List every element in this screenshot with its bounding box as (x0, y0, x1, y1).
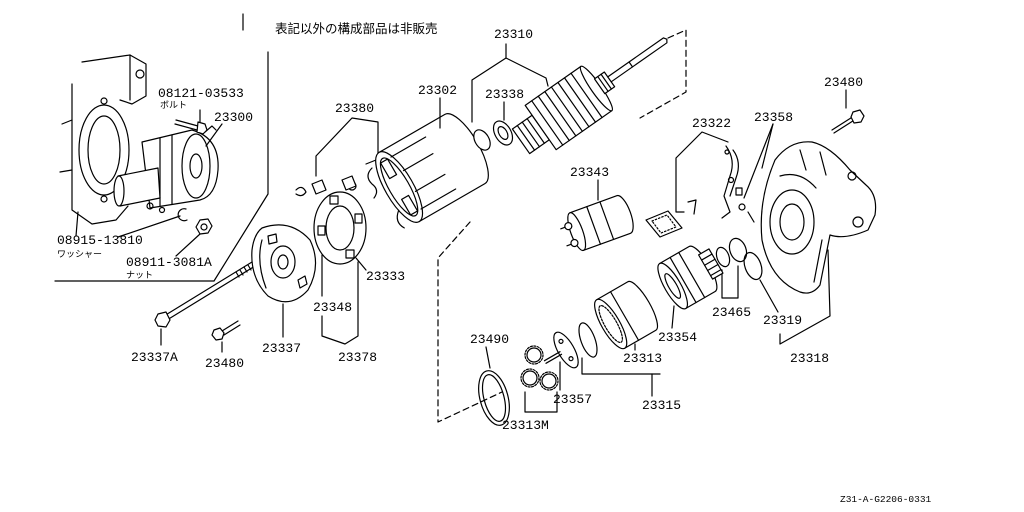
left-group-leader-lines (160, 117, 379, 353)
callout-bearing: 23338 (485, 87, 524, 102)
callout-brush-plate: 23333 (366, 269, 405, 284)
callout-magnetic-switch: 23343 (570, 165, 609, 180)
callout-brush-set: 23380 (335, 101, 374, 116)
inset-nut (195, 218, 213, 235)
magnetic-switch (560, 194, 634, 252)
brush-plate (313, 191, 367, 265)
figure-code: Z31-A-G2206-0331 (840, 494, 932, 505)
callout-armature: 23310 (494, 27, 533, 42)
planet-carrier (543, 331, 579, 369)
not-sold-separately-note: 表記以外の構成部品は非販売 (275, 21, 438, 36)
inset-starter-motor (113, 125, 219, 214)
gear-leader-lines (485, 305, 675, 413)
callout-planetary-gears: 23313M (502, 418, 549, 433)
pinion-clutch (657, 245, 724, 310)
inset-washer-part-number: 08915-13810 (57, 233, 143, 248)
inset-bolt-name: ボルト (160, 100, 187, 111)
callout-snap-ring: 23319 (763, 313, 802, 328)
inset-nut-name: ナット (126, 270, 153, 281)
inset-washer-name: ワッシャー (57, 250, 102, 260)
gear-housing (760, 141, 877, 294)
housing-leader-lines (721, 249, 831, 345)
callout-rear-cover: 23337 (262, 341, 301, 356)
lever-clips (735, 187, 755, 223)
internal-gear (594, 280, 659, 350)
through-bolt (154, 261, 256, 328)
planetary-gears (520, 345, 559, 391)
callout-stop-rings: 23465 (712, 305, 751, 320)
callout-seal-ring: 23490 (470, 332, 509, 347)
bolt-upper (831, 109, 865, 134)
callout-bolt-upper: 23480 (824, 75, 863, 90)
screw-lower (211, 320, 241, 341)
inset-bolt (174, 119, 208, 135)
inset-bolt-part-number: 08121-03533 (158, 86, 244, 101)
callout-brush-springs: 23348 (313, 300, 352, 315)
inset-assembly-number: 23300 (214, 110, 253, 125)
rear-cover (251, 224, 317, 303)
snap-ring (743, 251, 763, 281)
callout-planet-carrier: 23357 (553, 392, 592, 407)
yoke (375, 113, 489, 229)
callout-gear-set: 23315 (642, 398, 681, 413)
assembly-axis-dashed-lines (437, 29, 687, 423)
callout-lever-clips: 23358 (754, 110, 793, 125)
callout-brush-holder-set: 23378 (338, 350, 377, 365)
inset-border (54, 13, 269, 282)
inset-nut-part-number: 08911-3081A (126, 255, 212, 270)
seal-ring (478, 370, 510, 426)
lever-leader-lines (675, 123, 774, 213)
callout-gear-housing: 23318 (790, 351, 829, 366)
armature-leader-lines (471, 43, 549, 123)
callout-yoke: 23302 (418, 83, 457, 98)
shift-lever (721, 145, 739, 219)
callout-internal-gear: 23313 (623, 351, 662, 366)
inset-mounting-flange (78, 97, 130, 203)
brush-set (311, 159, 379, 199)
callout-shift-lever: 23322 (692, 116, 731, 131)
inset-engine-block (59, 54, 147, 237)
callout-screw-lower: 23480 (205, 356, 244, 371)
armature (511, 37, 668, 155)
callout-pinion-clutch: 23354 (658, 330, 697, 345)
stop-rings (715, 237, 748, 268)
callout-through-bolt: 23337A (131, 350, 178, 365)
inset-leader-lines (117, 109, 223, 257)
thrust-washer (578, 322, 598, 358)
rubber-pad (645, 199, 697, 238)
inset-washer (177, 208, 188, 222)
bearing (473, 120, 514, 151)
